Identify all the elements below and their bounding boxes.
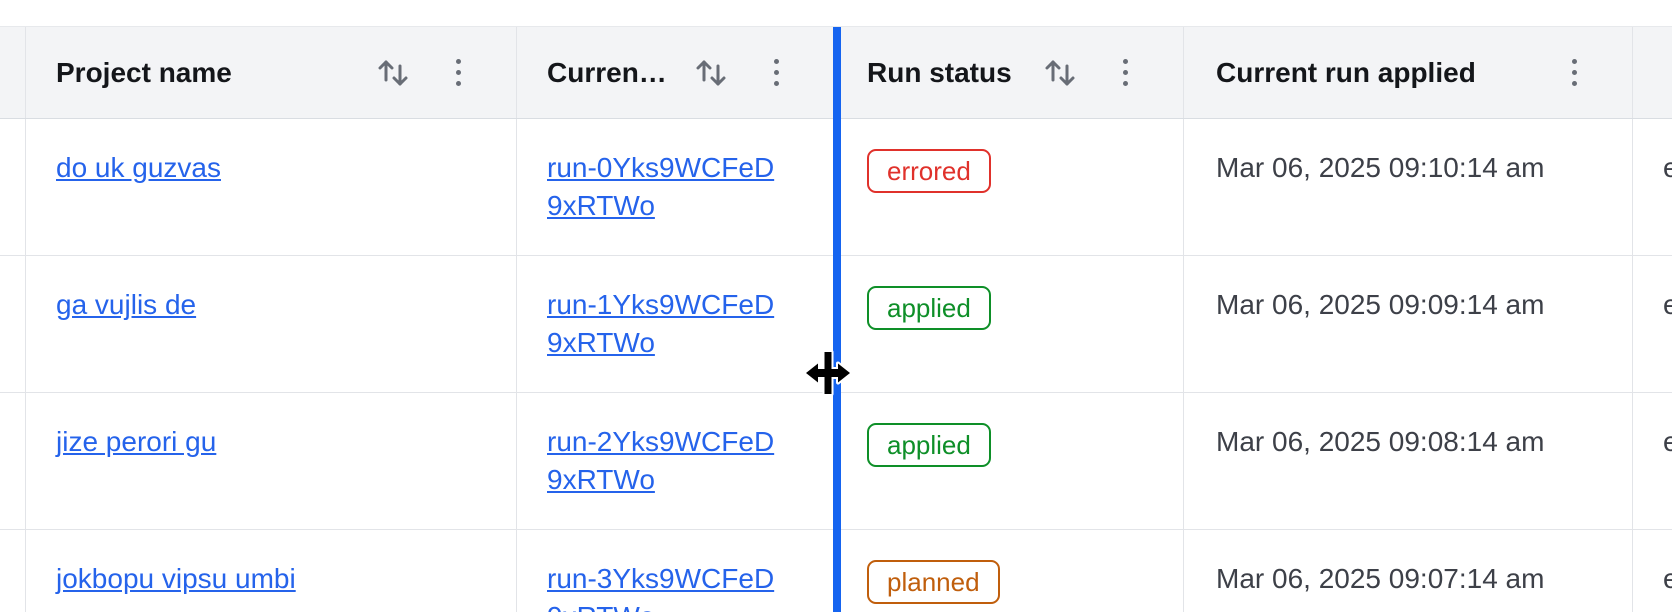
spacer-cell bbox=[0, 393, 26, 529]
cell-current-run: run-1Yks9WCFeD9xRTWo bbox=[517, 256, 837, 392]
sort-icon[interactable] bbox=[1042, 53, 1078, 93]
spacer-cell bbox=[0, 530, 26, 612]
column-header-run-status[interactable]: Run status bbox=[837, 27, 1184, 118]
column-label: Curren… bbox=[547, 56, 667, 88]
cell-project: do uk guzvas bbox=[26, 119, 517, 255]
spacer-cell bbox=[0, 256, 26, 392]
cell-current-run-applied: Mar 06, 2025 09:08:14 am bbox=[1184, 393, 1633, 529]
spacer-cell bbox=[0, 119, 26, 255]
status-badge: applied bbox=[867, 423, 991, 467]
column-header-project-name[interactable]: Project name bbox=[26, 27, 517, 118]
cell-current-run: run-3Yks9WCFeD9xRTWo bbox=[517, 530, 837, 612]
cell-partial: e bbox=[1663, 426, 1672, 457]
cell-project: jize perori gu bbox=[26, 393, 517, 529]
status-badge: applied bbox=[867, 286, 991, 330]
cell-run-status: errored bbox=[837, 119, 1184, 255]
column-resize-indicator[interactable] bbox=[833, 27, 841, 612]
run-link[interactable]: run-0Yks9WCFeD9xRTWo bbox=[547, 152, 775, 221]
cell-current-run-applied: Mar 06, 2025 09:09:14 am bbox=[1184, 256, 1633, 392]
cell-partial: e bbox=[1663, 563, 1672, 594]
column-menu-icon[interactable] bbox=[1567, 55, 1582, 90]
column-menu-icon[interactable] bbox=[769, 55, 784, 90]
project-link[interactable]: jokbopu vipsu umbi bbox=[56, 563, 296, 594]
column-menu-icon[interactable] bbox=[451, 55, 466, 90]
column-header-current-run[interactable]: Curren… bbox=[517, 27, 837, 118]
column-header-partial[interactable]: V bbox=[1633, 27, 1672, 118]
column-label: Project name bbox=[56, 56, 232, 88]
run-link[interactable]: run-2Yks9WCFeD9xRTWo bbox=[547, 426, 775, 495]
cell-project: jokbopu vipsu umbi bbox=[26, 530, 517, 612]
cell-current-run: run-0Yks9WCFeD9xRTWo bbox=[517, 119, 837, 255]
cell-current-run: run-2Yks9WCFeD9xRTWo bbox=[517, 393, 837, 529]
column-menu-icon[interactable] bbox=[1118, 55, 1133, 90]
project-link[interactable]: ga vujlis de bbox=[56, 289, 197, 320]
column-header-current-run-applied[interactable]: Current run applied bbox=[1184, 27, 1633, 118]
column-label: Run status bbox=[867, 56, 1012, 88]
header-spacer-cell bbox=[0, 27, 26, 118]
sort-icon[interactable] bbox=[375, 53, 411, 93]
cell-run-status: applied bbox=[837, 256, 1184, 392]
project-link[interactable]: jize perori gu bbox=[56, 426, 217, 457]
cell-project: ga vujlis de bbox=[26, 256, 517, 392]
cell-partial: e bbox=[1663, 289, 1672, 320]
sort-icon[interactable] bbox=[693, 53, 729, 93]
cell-partial: e bbox=[1663, 152, 1672, 183]
cell-run-status: applied bbox=[837, 393, 1184, 529]
run-link[interactable]: run-1Yks9WCFeD9xRTWo bbox=[547, 289, 775, 358]
status-badge: errored bbox=[867, 149, 991, 193]
cell-current-run-applied: Mar 06, 2025 09:07:14 am bbox=[1184, 530, 1633, 612]
run-link[interactable]: run-3Yks9WCFeD9xRTWo bbox=[547, 563, 775, 612]
status-badge: planned bbox=[867, 560, 1000, 604]
cell-run-status: planned bbox=[837, 530, 1184, 612]
column-label: Current run applied bbox=[1216, 56, 1476, 88]
project-link[interactable]: do uk guzvas bbox=[56, 152, 221, 183]
cell-current-run-applied: Mar 06, 2025 09:10:14 am bbox=[1184, 119, 1633, 255]
